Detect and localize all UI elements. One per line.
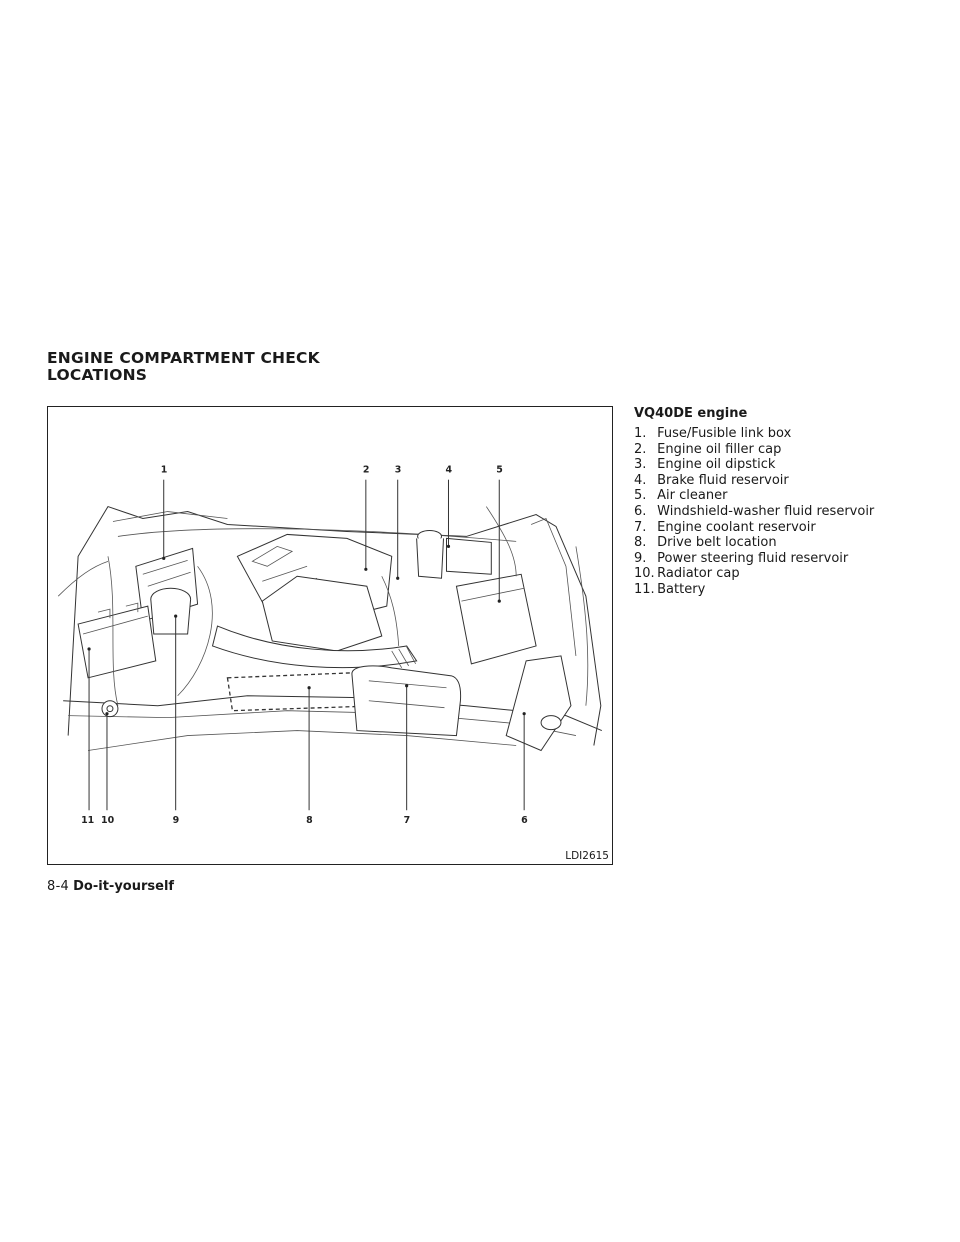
legend-text: Fuse/Fusible link box [657,426,792,441]
callout-11: 11 [81,815,94,826]
legend-num: 5. [634,488,647,504]
legend-item: 4. Brake fluid reservoir [634,473,874,489]
legend-num: 4. [634,472,647,488]
legend-item: 1. Fuse/Fusible link box [634,426,874,442]
callout-8: 8 [306,815,313,826]
callout-2: 2 [363,465,370,476]
legend-num: 9. [634,550,647,566]
section-title: ENGINE COMPARTMENT CHECK LOCATIONS [47,350,320,384]
callout-3: 3 [395,465,402,476]
callout-4: 4 [445,465,452,476]
legend-text: Radiator cap [657,566,740,582]
legend-text: Drive belt location [657,535,777,551]
legend-item: 7. Engine coolant reservoir [634,520,874,536]
callout-9: 9 [173,815,180,826]
legend-item: 8. Drive belt location [634,535,874,551]
legend-text: Brake fluid reservoir [657,472,789,488]
callout-7: 7 [404,815,411,826]
legend-num: 3. [634,457,647,473]
legend-num: 8. [634,535,647,551]
legend-text: Power steering fluid reservoir [657,550,849,566]
legend-text: Air cleaner [657,488,728,504]
legend-num: 7. [634,519,647,535]
legend-item: 9. Power steering fluid reservoir [634,551,874,567]
page-number: 8-4 [47,879,70,894]
callout-10: 10 [101,815,115,826]
section-title-line-2: LOCATIONS [47,366,148,384]
legend-item: 11. Battery [634,582,874,598]
legend-text: Engine oil filler cap [657,441,782,457]
legend-num: 11. [634,581,655,597]
legend-num: 6. [634,503,647,519]
legend-num: 10. [634,566,655,582]
legend-item: 2. Engine oil filler cap [634,442,874,458]
legend-text: Engine coolant reservoir [657,519,816,535]
callout-1: 1 [161,465,168,476]
legend-num: 2. [634,441,647,457]
callout-5: 5 [496,465,503,476]
legend-item: 6. Windshield-washer fluid reservoir [634,504,874,520]
engine-line-drawing: 1 2 3 4 5 11 10 9 8 7 6 [57,465,603,826]
footer-section-name: Do-it-yourself [73,879,175,894]
figure-id: LDI2615 [565,850,609,862]
engine-compartment-illustration: 1 2 3 4 5 11 10 9 8 7 6 LDI2615 [47,406,613,865]
callout-6: 6 [521,815,528,826]
legend-text: Windshield-washer fluid reservoir [657,503,875,519]
legend-text: Battery [657,581,706,597]
legend-item: 5. Air cleaner [634,488,874,504]
legend-num: 1. [634,426,647,441]
legend-item: 10. Radiator cap [634,566,874,582]
legend-text: Engine oil dipstick [657,457,776,473]
legend-list: 1. Fuse/Fusible link box 2. Engine oil f… [634,426,874,598]
engine-title: VQ40DE engine [634,406,748,421]
section-title-line-1: ENGINE COMPARTMENT CHECK [47,349,320,367]
legend-item: 3. Engine oil dipstick [634,457,874,473]
